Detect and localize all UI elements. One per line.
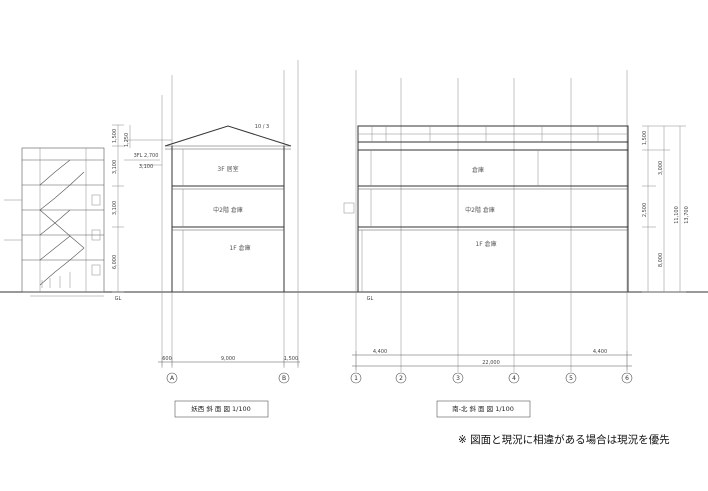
grid-label-4: 4 [512, 375, 516, 382]
south-right-half-dim: 4,400 [593, 349, 607, 355]
west-left-edge-dim: 600 [162, 356, 172, 362]
grid-label-a: A [170, 375, 175, 382]
level-tag-label: 3FL 2,700 [134, 153, 159, 159]
left-height-1: 1,500 [112, 129, 118, 143]
south-1f-room-label: 1F 倉庫 [475, 240, 496, 248]
gl-right-label: GL [367, 296, 374, 302]
grid-label-b: B [282, 375, 286, 382]
south-section-title: 南-北 斜 面 図 1/100 [452, 404, 514, 413]
west-3f-room-label: 3F 居室 [217, 165, 238, 173]
right-height-1: 1,500 [642, 131, 648, 145]
right-height-2: 3,000 [658, 161, 664, 175]
grid-label-5: 5 [569, 375, 573, 382]
left-height-4: 3,100 [112, 201, 118, 215]
grid-label-1: 1 [354, 375, 358, 382]
right-height-3: 11,100 [674, 206, 680, 224]
right-height-4: 13,700 [684, 206, 690, 224]
south-left-half-dim: 4,400 [373, 349, 387, 355]
gl-left-label: GL [115, 296, 122, 302]
west-2f-room-label: 中2階 倉庫 [213, 206, 243, 214]
right-height-6: 2,500 [642, 203, 648, 217]
right-height-5: 8,000 [658, 253, 664, 267]
south-span-dim: 22,000 [482, 360, 500, 366]
grid-label-2: 2 [399, 375, 403, 382]
mid-tag-label: 3,100 [139, 164, 153, 170]
west-1f-room-label: 1F 倉庫 [229, 244, 250, 252]
left-height-3: 3,100 [112, 160, 118, 174]
south-section [343, 70, 686, 418]
staircase-elevation [4, 147, 105, 297]
roof-slope-label: 10 / 3 [255, 124, 269, 130]
west-section [112, 60, 300, 418]
grid-label-3: 3 [456, 375, 460, 382]
west-section-title: 妖西 斜 面 図 1/100 [191, 404, 251, 413]
left-height-5: 6,000 [112, 255, 118, 269]
left-height-2: 1,250 [124, 133, 130, 147]
discrepancy-note: ※ 図面と現況に相違がある場合は現況を優先 [458, 434, 670, 446]
west-right-edge-dim: 1,500 [284, 356, 298, 362]
south-3f-room-label: 倉庫 [472, 166, 484, 174]
grid-label-6: 6 [625, 375, 629, 382]
south-2f-room-label: 中2階 倉庫 [465, 206, 495, 214]
west-span-dim: 9,000 [221, 356, 235, 362]
